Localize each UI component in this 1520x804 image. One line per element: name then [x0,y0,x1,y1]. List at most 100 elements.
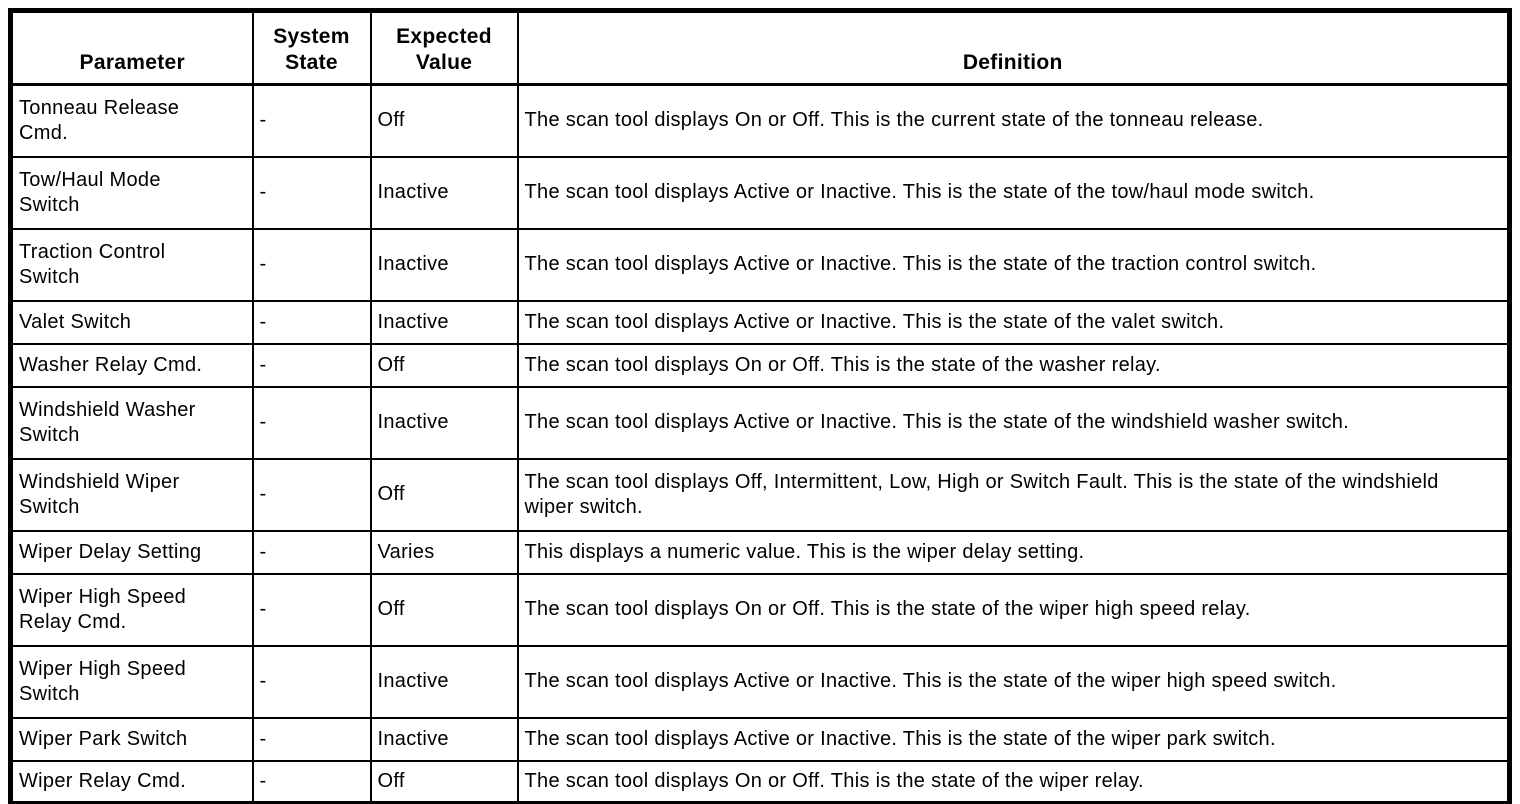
definition-cell: The scan tool displays Active or Inactiv… [516,385,1511,460]
header-definition: Definition [516,9,1511,86]
system-state-cell: - [251,644,372,719]
system-state-cell: - [251,759,372,804]
parameter-value: Windshield Wiper Switch [19,470,180,518]
table-row: Traction Control Switch - Inactive The s… [9,227,1511,302]
expected-value-cell: Off [369,457,519,532]
expected-value-cell: Inactive [369,644,519,719]
parameter-cell: Wiper Delay Setting [9,529,254,575]
expected-value-cell: Inactive [369,385,519,460]
definition-text: The scan tool displays Active or Inactiv… [524,727,1276,750]
system-state-value: - [259,483,267,505]
definition-text: The scan tool displays Active or Inactiv… [524,411,1350,433]
system-state-value: - [259,540,267,563]
parameter-value: Wiper High Speed Switch [19,657,187,705]
definition-cell: The scan tool displays Active or Inactiv… [516,155,1511,230]
parameter-cell: Traction Control Switch [9,227,254,302]
header-expected-value-label: Expected Value [396,24,492,74]
header-definition-label: Definition [962,50,1063,74]
expected-value-cell: Off [369,342,519,388]
system-state-value: - [259,109,267,132]
system-state-value: - [259,353,267,376]
definition-cell: The scan tool displays Active or Inactiv… [516,716,1511,762]
system-state-cell: - [251,457,372,532]
expected-value: Inactive [377,727,449,750]
expected-value-cell: Off [369,83,519,158]
table-row: Wiper High Speed Switch - Inactive The s… [9,644,1511,719]
definition-cell: This displays a numeric value. This is t… [516,529,1511,575]
table-row: Wiper Park Switch - Inactive The scan to… [9,716,1511,762]
table-row: Tow/Haul Mode Switch - Inactive The scan… [9,155,1511,230]
system-state-cell: - [251,385,372,460]
expected-value: Off [377,109,405,132]
table-row: Windshield Washer Switch - Inactive The … [9,385,1511,460]
table-row: Windshield Wiper Switch - Off The scan t… [9,457,1511,532]
system-state-cell: - [251,572,372,647]
system-state-cell: - [251,83,372,158]
expected-value: Off [377,598,405,620]
definition-text: The scan tool displays On or Off. This i… [524,353,1161,376]
parameter-value: Windshield Washer Switch [19,398,196,446]
system-state-value: - [259,310,267,333]
expected-value: Off [377,353,405,376]
parameter-cell: Windshield Washer Switch [9,385,254,460]
table-row: Wiper Delay Setting - Varies This displa… [9,529,1511,575]
parameter-value: Traction Control Switch [19,240,166,288]
parameter-cell: Wiper Relay Cmd. [9,759,254,804]
system-state-value: - [259,769,267,792]
expected-value-cell: Inactive [369,155,519,230]
parameter-cell: Valet Switch [9,299,254,345]
parameter-value: Wiper Relay Cmd. [19,769,187,792]
header-system-state: System State [251,9,372,86]
definition-text: The scan tool displays Off, Intermittent… [524,470,1439,518]
definition-cell: The scan tool displays Active or Inactiv… [516,299,1511,345]
parameter-cell: Wiper Park Switch [9,716,254,762]
table-row: Wiper High Speed Relay Cmd. - Off The sc… [9,572,1511,647]
system-state-value: - [259,670,267,692]
definition-cell: The scan tool displays On or Off. This i… [516,83,1511,158]
system-state-cell: - [251,155,372,230]
table-row: Valet Switch - Inactive The scan tool di… [9,299,1511,345]
expected-value: Off [377,769,405,792]
header-expected-value: Expected Value [369,9,519,86]
definition-cell: The scan tool displays Active or Inactiv… [516,227,1511,302]
table-row: Tonneau Release Cmd. - Off The scan tool… [9,83,1511,158]
table-row: Washer Relay Cmd. - Off The scan tool di… [9,342,1511,388]
parameter-value: Tow/Haul Mode Switch [19,168,161,216]
header-system-state-label: System State [273,24,350,74]
parameter-value: Wiper Delay Setting [19,540,202,563]
expected-value: Inactive [377,670,449,692]
expected-value-cell: Off [369,572,519,647]
definition-text: The scan tool displays On or Off. This i… [524,769,1144,792]
parameters-table: Parameter System State Expected Value De… [8,8,1512,804]
parameter-value: Wiper High Speed Relay Cmd. [19,585,187,633]
parameter-cell: Tow/Haul Mode Switch [9,155,254,230]
parameter-value: Wiper Park Switch [19,727,188,750]
definition-text: The scan tool displays Active or Inactiv… [524,670,1337,692]
header-row: Parameter System State Expected Value De… [9,9,1511,86]
parameter-value: Washer Relay Cmd. [19,353,203,376]
system-state-value: - [259,411,267,433]
system-state-cell: - [251,227,372,302]
expected-value: Inactive [377,411,449,433]
header-parameter-label: Parameter [79,50,185,74]
definition-text: This displays a numeric value. This is t… [524,540,1085,563]
system-state-cell: - [251,299,372,345]
definition-text: The scan tool displays On or Off. This i… [524,109,1264,132]
definition-text: The scan tool displays Active or Inactiv… [524,253,1317,275]
definition-cell: The scan tool displays On or Off. This i… [516,759,1511,804]
expected-value-cell: Varies [369,529,519,575]
parameter-cell: Wiper High Speed Relay Cmd. [9,572,254,647]
definition-text: The scan tool displays Active or Inactiv… [524,181,1315,203]
parameter-value: Valet Switch [19,310,132,333]
expected-value: Varies [377,540,435,563]
expected-value-cell: Inactive [369,227,519,302]
parameter-cell: Windshield Wiper Switch [9,457,254,532]
system-state-cell: - [251,342,372,388]
expected-value-cell: Inactive [369,299,519,345]
parameter-cell: Washer Relay Cmd. [9,342,254,388]
expected-value: Inactive [377,310,449,333]
expected-value-cell: Off [369,759,519,804]
expected-value: Inactive [377,181,449,203]
header-parameter: Parameter [9,9,254,86]
